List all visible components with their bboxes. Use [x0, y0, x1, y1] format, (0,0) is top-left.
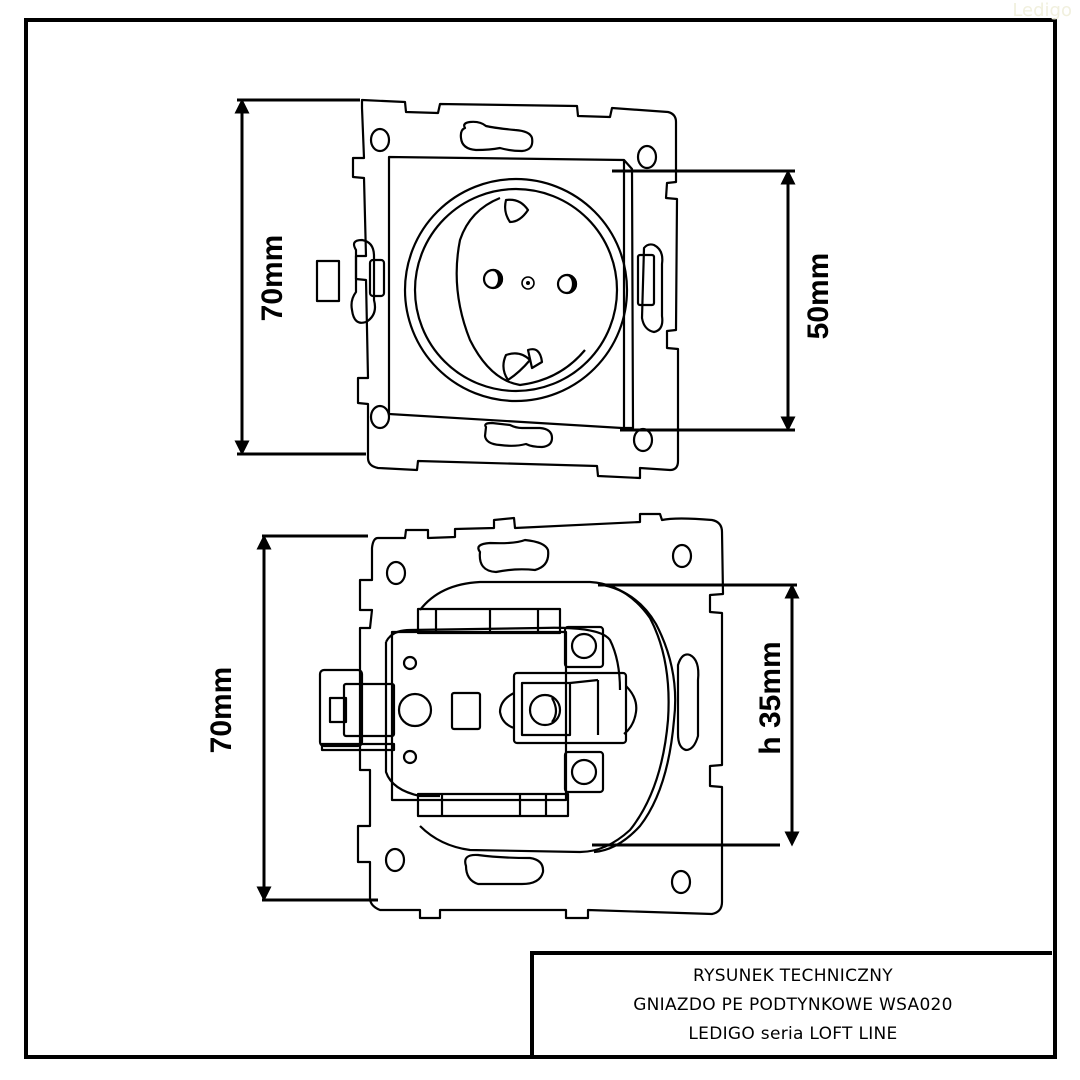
- mounting-plate: [356, 512, 725, 920]
- front-view: [315, 98, 680, 480]
- title-line-drawing-type: RYSUNEK TECHNICZNY: [693, 965, 893, 986]
- mounting-hole: [385, 560, 407, 586]
- center-window: [450, 691, 482, 731]
- socket-recess: [455, 196, 586, 387]
- mounting-slot: [640, 243, 664, 334]
- mounting-slot: [459, 120, 534, 153]
- terminal-block-bottom: [563, 750, 605, 794]
- mounting-slot: [350, 238, 377, 324]
- mounting-slot: [676, 653, 700, 752]
- ground-clip-top: [504, 198, 530, 224]
- center-indicator: [521, 276, 535, 290]
- terminal-clip-left: [318, 668, 364, 748]
- mounting-hole: [671, 543, 693, 569]
- rivet: [397, 692, 433, 728]
- terminal-screw-block: [512, 671, 628, 745]
- drawing-frame: [24, 18, 1057, 1059]
- dimension-label-h35mm: h 35mm: [754, 641, 787, 754]
- mounting-slot: [483, 421, 554, 449]
- socket-outer-ring: [403, 177, 629, 403]
- title-line-brand-series: LEDIGO seria LOFT LINE: [688, 1023, 898, 1044]
- mounting-hole: [632, 427, 654, 453]
- claw-screw: [315, 259, 341, 303]
- faceplate: [387, 155, 635, 430]
- terminal-screw: [528, 693, 562, 727]
- socket-inner-ring: [413, 187, 619, 393]
- mechanism-block: [390, 630, 568, 802]
- mounting-hole: [636, 144, 658, 170]
- dimension-label-70mm-bottom: 70mm: [205, 667, 238, 754]
- watermark-logo: Ledigo: [1012, 0, 1072, 21]
- mounting-hole: [369, 404, 391, 430]
- mounting-hole: [384, 847, 406, 873]
- dimension-h35mm: [592, 583, 800, 847]
- mounting-hole: [670, 869, 692, 895]
- dimension-50mm: [612, 169, 796, 432]
- socket-body: [419, 580, 670, 854]
- mounting-plate: [351, 98, 680, 480]
- mounting-slot: [464, 853, 545, 886]
- dimension-70mm-bottom: [256, 534, 378, 902]
- dimension-70mm-top: [234, 98, 366, 456]
- rear-view: [318, 512, 725, 920]
- title-block: RYSUNEK TECHNICZNY GNIAZDO PE PODTYNKOWE…: [530, 951, 1052, 1055]
- title-line-product: GNIAZDO PE PODTYNKOWE WSA020: [633, 994, 953, 1015]
- mounting-hole: [369, 127, 391, 153]
- mechanism-bottom-clip: [416, 792, 570, 818]
- dimension-label-50mm: 50mm: [802, 253, 835, 340]
- claw-screw: [636, 253, 656, 307]
- dimension-label-70mm-top: 70mm: [256, 235, 289, 322]
- terminal-block-top: [563, 625, 605, 669]
- claw-screw: [368, 258, 386, 298]
- mounting-slot: [477, 538, 550, 574]
- ground-clip-bottom: [502, 352, 532, 382]
